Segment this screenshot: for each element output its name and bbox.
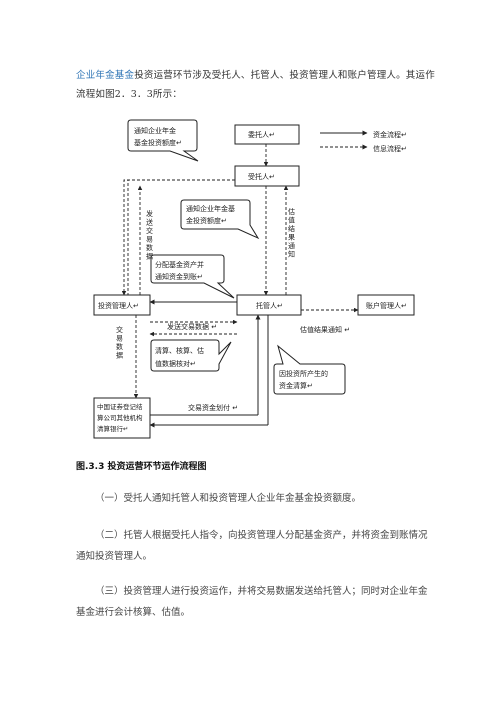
svg-text:清算银行↵: 清算银行↵ [97, 424, 128, 433]
intro-text: 投资运营环节涉及受托人、托管人、投资管理人和账户管理人。其运作流程如图2．3．3… [76, 70, 435, 100]
svg-text:中国证券登记结: 中国证券登记结 [97, 402, 143, 411]
enterprise-annuity-link[interactable]: 企业年金基金 [76, 70, 135, 81]
node-shoutuoren: 受托人↵ [234, 165, 300, 187]
legend-info-label: 信息流程↵ [373, 144, 407, 153]
bubble-notify-quota-1: 通知企业年金 基金投资额度↵ [127, 119, 199, 162]
svg-text:委托人↵: 委托人↵ [248, 130, 275, 139]
svg-text:托管人↵: 托管人↵ [256, 301, 283, 310]
paragraph-1: （一）受托人通知托管人和投资管理人企业年金基金投资额度。 [95, 493, 362, 504]
svg-text:清算、核算、估: 清算、核算、估 [155, 346, 204, 355]
svg-text:通知企业年金基: 通知企业年金基 [186, 204, 235, 213]
svg-text:因投资所产生的: 因投资所产生的 [279, 369, 328, 378]
label-valuation-notice: 估值结果通知 ↵ [300, 325, 350, 334]
bubble-allocate-assets: 分配基金资产并 通知资金到账↵ [150, 254, 235, 299]
svg-text:资金清算↵: 资金清算↵ [279, 381, 313, 390]
node-tuoguanren: 托管人↵ [236, 294, 302, 316]
label-trade-fund: 交易资金划付 ↵ [188, 403, 238, 412]
node-touzi-guanliren: 投资管理人↵ [93, 294, 151, 316]
bubble-fund-clearing: 因投资所产生的 资金清算↵ [273, 344, 346, 395]
bubble-reconcile: 清算、核算、估 值数据核对↵ [150, 339, 232, 372]
figure-caption: 图.3.3 投资运营环节运作流程图 [76, 462, 207, 472]
svg-text:投资管理人↵: 投资管理人↵ [98, 301, 139, 310]
flow-labels: 发送交易数据 估值结果通知 发送交易数据 ↵ 估值结果通知 ↵ 交易数据 交易资… [116, 207, 350, 412]
legend-funds-label: 资金流程↵ [373, 130, 407, 139]
label-valuation-vertical: 估值结果通知 [288, 207, 295, 259]
intro-paragraph: 企业年金基金投资运营环节涉及受托人、托管人、投资管理人和账户管理人。其运作流程如… [76, 66, 436, 104]
legend: 资金流程↵ 信息流程↵ [320, 130, 407, 153]
svg-text:通知资金到账↵: 通知资金到账↵ [155, 272, 203, 281]
node-weituoren: 委托人↵ [234, 124, 300, 145]
svg-text:账户管理人↵: 账户管理人↵ [366, 301, 407, 310]
svg-text:值数据核对↵: 值数据核对↵ [155, 359, 196, 368]
fund-flows [149, 299, 269, 428]
bubble-notify-quota-2: 通知企业年金基 金投资额度↵ [180, 199, 260, 240]
svg-text:金投资额度↵: 金投资额度↵ [186, 216, 227, 225]
paragraph-2: （二）托管人根据受托人指令，向投资管理人分配基金资产，并将资金到账情况通知投资管… [76, 530, 428, 562]
info-flows [121, 144, 359, 399]
svg-text:受托人↵: 受托人↵ [248, 172, 275, 181]
label-send-trade-vertical: 发送交易数据 [146, 209, 153, 261]
node-clearing: 中国证券登记结 算公司其他机构 清算银行↵ [93, 397, 151, 439]
svg-text:分配基金资产并: 分配基金资产并 [155, 260, 204, 269]
svg-text:算公司其他机构: 算公司其他机构 [97, 413, 143, 422]
svg-text:通知企业年金: 通知企业年金 [134, 126, 176, 135]
svg-text:基金投资额度↵: 基金投资额度↵ [134, 138, 182, 147]
node-zhanghu-guanliren: 账户管理人↵ [357, 294, 415, 316]
label-send-trade-mid: 发送交易数据 ↵ [167, 322, 217, 331]
paragraph-3: （三）投资管理人进行投资运作，并将交易数据发送给托管人；同时对企业年金基金进行会… [76, 586, 428, 618]
label-trade-data-vertical: 交易数据 [116, 325, 123, 360]
